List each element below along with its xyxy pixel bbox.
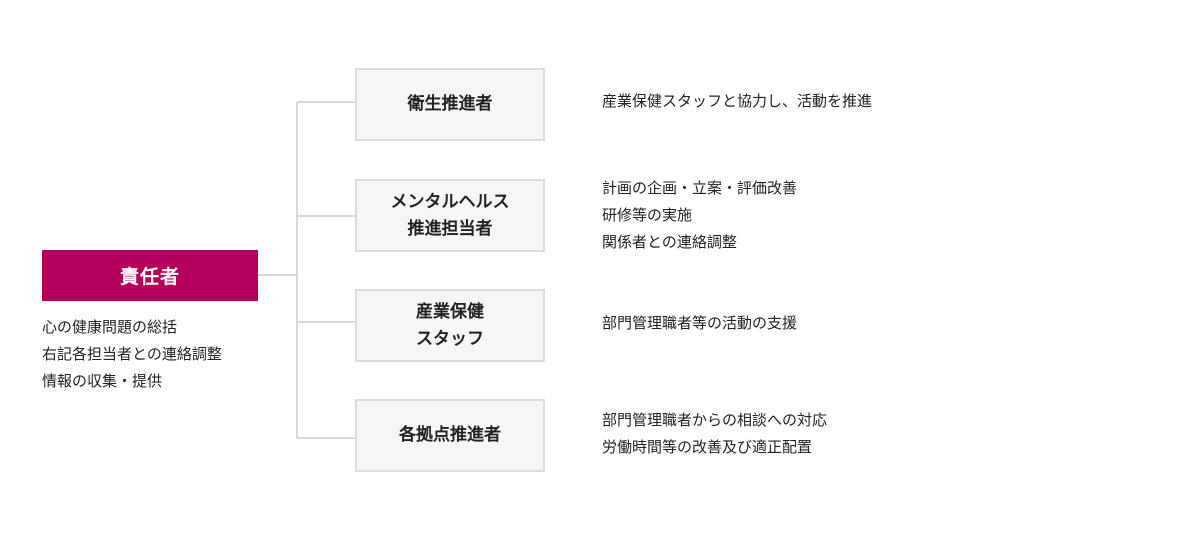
role-desc-line: 労働時間等の改善及び適正配置 xyxy=(602,438,813,456)
role-box-mental-health: メンタルヘルス 推進担当者 xyxy=(355,179,545,252)
role-label: 衛生推進者 xyxy=(407,94,493,114)
role-description-kyoten-suishinsha: 部門管理職者からの相談への対応 労働時間等の改善及び適正配置 xyxy=(602,406,1162,462)
role-desc-line: 部門管理職者等の活動の支援 xyxy=(602,313,798,332)
role-description-eisei-suishinsha: 産業保健スタッフと協力し、活動を推進 xyxy=(602,86,1162,116)
role-label: 各拠点推進者 xyxy=(399,425,501,445)
role-description-sangyo-hoken-staff: 部門管理職者等の活動の支援 xyxy=(602,308,1162,338)
root-responsible-description: 心の健康問題の総括 右記各担当者との連絡調整 情報の収集・提供 xyxy=(42,314,282,395)
role-desc-line: 産業保健スタッフと協力し、活動を推進 xyxy=(602,91,873,110)
role-box-sangyo-hoken-staff: 産業保健 スタッフ xyxy=(355,289,545,362)
role-desc-line: 部門管理職者からの相談への対応 xyxy=(602,411,828,429)
root-desc-line: 右記各担当者との連絡調整 xyxy=(42,345,222,363)
role-desc-line: 関係者との連絡調整 xyxy=(602,232,737,251)
role-desc-line: 研修等の実施 xyxy=(602,205,693,224)
role-box-kyoten-suishinsha: 各拠点推進者 xyxy=(355,399,545,472)
role-label: スタッフ xyxy=(416,328,484,349)
role-label: 推進担当者 xyxy=(407,218,493,239)
role-label: 産業保健 xyxy=(416,301,484,322)
root-desc-line: 情報の収集・提供 xyxy=(42,372,163,390)
role-desc-line: 計画の企画・立案・評価改善 xyxy=(602,178,798,197)
role-label: メンタルヘルス xyxy=(390,191,510,212)
root-responsible-box: 責任者 xyxy=(42,250,258,301)
root-responsible-label: 責任者 xyxy=(119,266,180,288)
root-desc-line: 心の健康問題の総括 xyxy=(42,318,178,336)
role-box-eisei-suishinsha: 衛生推進者 xyxy=(355,68,545,141)
role-description-mental-health: 計画の企画・立案・評価改善 研修等の実施 関係者との連絡調整 xyxy=(602,174,1162,256)
